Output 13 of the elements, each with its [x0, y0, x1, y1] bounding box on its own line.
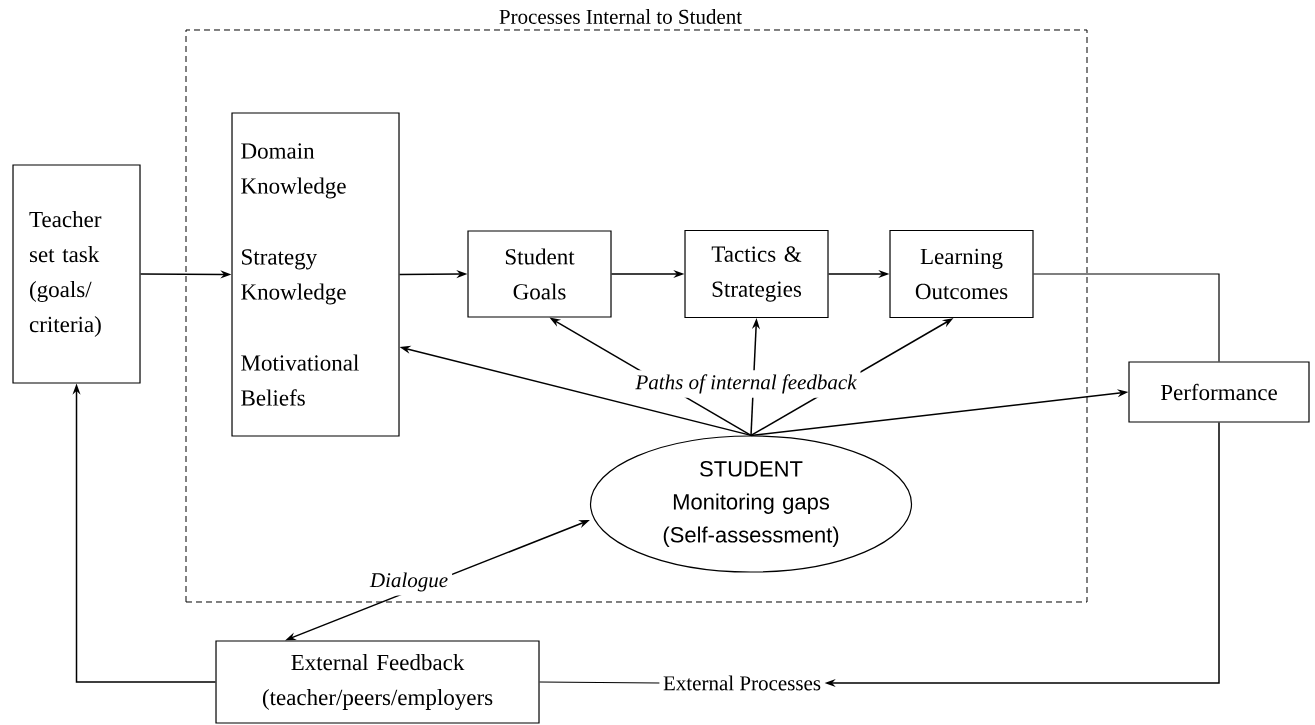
process-label: External Processes — [663, 675, 821, 691]
task-box: Teacher set task (goals/ criteria) — [12, 164, 141, 384]
process-box: Tactics & Strategies — [684, 229, 829, 319]
node-label: Processes Internal to Student — [499, 9, 742, 24]
edge-label: Paths of internal feedback — [631, 370, 861, 398]
connector-line — [539, 681, 660, 684]
feedback-box: External Feedback (teacher/peers/employers — [215, 640, 540, 724]
process-box: Learning Outcomes — [889, 229, 1034, 319]
knowledge-box: Domain Knowledge Strategy Knowledge Motivational Beliefs — [231, 112, 400, 437]
performance-box: Performance — [1128, 361, 1310, 423]
process-box: Student Goals — [467, 230, 612, 318]
edge-label: Dialogue — [365, 568, 453, 596]
connector-line — [1033, 273, 1220, 362]
